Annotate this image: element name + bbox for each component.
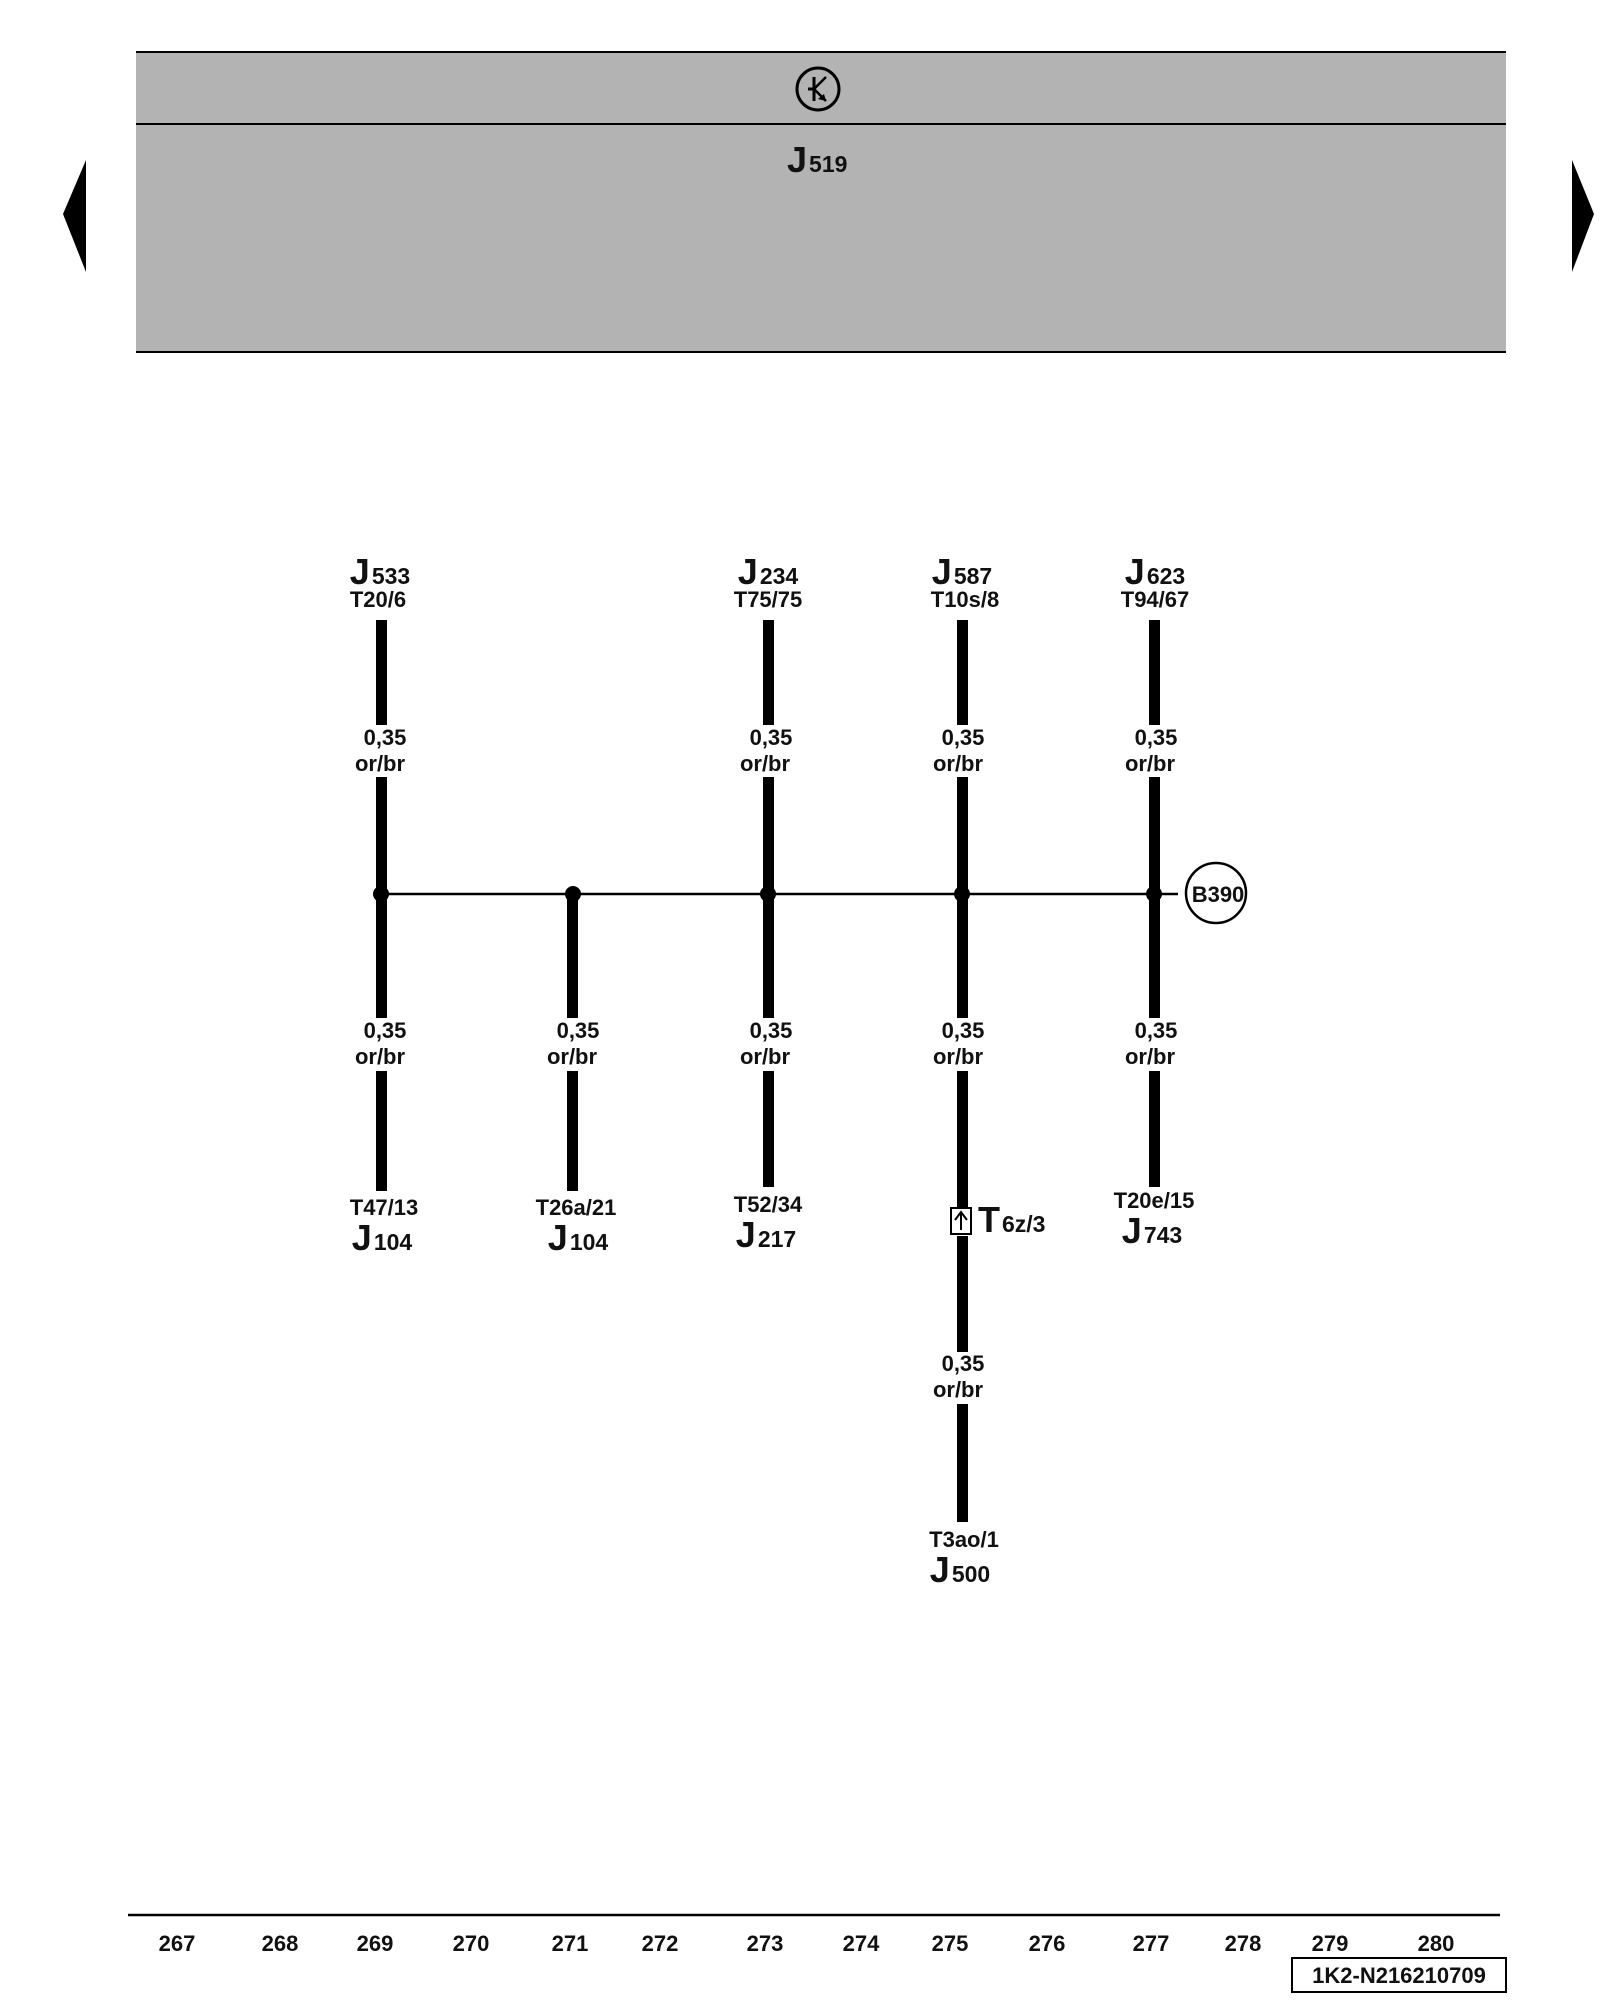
column-number: 272	[642, 1931, 679, 1956]
unit-label: J104	[352, 1217, 413, 1258]
header-box	[136, 51, 1506, 353]
column-number: 274	[843, 1931, 880, 1956]
wire-color-label: or/br	[740, 751, 791, 776]
column-number: 270	[453, 1931, 490, 1956]
column-number: 276	[1029, 1931, 1066, 1956]
pin-label: T94/67	[1121, 587, 1190, 612]
wire-size-label: 0,35	[557, 1018, 600, 1043]
end-connector-j500: T3ao/1 J500	[929, 1527, 999, 1590]
upper-wire-labels: 0,35 or/br 0,35 or/br 0,35 or/br 0,35 or…	[355, 725, 1177, 776]
bottom-connector-j104-a: T47/13 J104	[350, 1195, 419, 1258]
wire-size-label: 0,35	[364, 1018, 407, 1043]
bottom-connector-j743: T20e/15 J743	[1114, 1188, 1195, 1251]
next-page-arrow[interactable]	[1572, 160, 1594, 272]
bottom-connector-j217: T52/34 J217	[734, 1192, 803, 1255]
prev-page-arrow[interactable]	[63, 160, 86, 272]
wire-size-label: 0,35	[1135, 725, 1178, 750]
unit-label: J533	[350, 551, 410, 592]
unit-label: J587	[932, 551, 992, 592]
wire-color-label: or/br	[1125, 751, 1176, 776]
unit-label: J743	[1122, 1210, 1182, 1251]
wire-size-label: 0,35	[1135, 1018, 1178, 1043]
pin-label: T20e/15	[1114, 1188, 1195, 1213]
pin-label: T26a/21	[536, 1195, 617, 1220]
connector-up-arrow-icon	[954, 1210, 968, 1221]
column-number: 278	[1225, 1931, 1262, 1956]
column-number: 269	[357, 1931, 394, 1956]
unit-label: J623	[1125, 551, 1185, 592]
wire-color-label: or/br	[355, 751, 406, 776]
unit-label: J104	[548, 1217, 609, 1258]
top-connector-j587: J587 T10s/8	[931, 551, 1000, 612]
wire-size-label: 0,35	[750, 725, 793, 750]
footer-column-numbers: 267 268 269 270 271 272 273 274 275 276 …	[159, 1931, 1455, 1956]
ground-bus-icon	[795, 66, 841, 112]
pin-label: T20/6	[350, 587, 406, 612]
top-connector-j623: J623 T94/67	[1121, 551, 1190, 612]
wire-size-label: 0,35	[942, 1351, 985, 1376]
wire-color-label: or/br	[740, 1044, 791, 1069]
column-number: 275	[932, 1931, 969, 1956]
pin-label: T10s/8	[931, 587, 1000, 612]
header-unit-label: J519	[787, 139, 847, 180]
wire-color-label: or/br	[933, 751, 984, 776]
wire-color-label: or/br	[933, 1377, 984, 1402]
wire-size-label: 0,35	[750, 1018, 793, 1043]
wire-size-label: 0,35	[942, 1018, 985, 1043]
pin-label: T52/34	[734, 1192, 803, 1217]
bus-reference-circle: B390	[1184, 861, 1248, 925]
upper-wires	[376, 620, 1160, 894]
pin-label: T3ao/1	[929, 1527, 999, 1552]
bottom-connector-j104-b: T26a/21 J104	[536, 1195, 617, 1258]
top-connector-j533: J533 T20/6	[350, 551, 410, 612]
wire-color-label: or/br	[933, 1044, 984, 1069]
column-number: 280	[1418, 1931, 1455, 1956]
wire-color-label: or/br	[1125, 1044, 1176, 1069]
wire-size-label: 0,35	[364, 725, 407, 750]
wire-color-label: or/br	[355, 1044, 406, 1069]
inline-connector-label: T6z/3	[978, 1199, 1045, 1240]
top-connector-j234: J234 T75/75	[734, 551, 803, 612]
wire-color-label: or/br	[547, 1044, 598, 1069]
column-number: 273	[747, 1931, 784, 1956]
column-number: 268	[262, 1931, 299, 1956]
wire-size-label: 0,35	[942, 725, 985, 750]
lower-wire-labels: 0,35 or/br 0,35 or/br 0,35 or/br 0,35 or…	[355, 1018, 1177, 1402]
lower-wires	[376, 894, 1160, 1522]
column-number: 279	[1312, 1931, 1349, 1956]
column-number: 271	[552, 1931, 589, 1956]
document-code-box: 1K2-N216210709	[1291, 1957, 1507, 1993]
unit-label: J500	[930, 1549, 990, 1590]
column-number: 277	[1133, 1931, 1170, 1956]
inline-connector: T6z/3	[950, 1199, 1045, 1240]
pin-label: T75/75	[734, 587, 803, 612]
bus-reference-label: B390	[1192, 882, 1245, 907]
unit-label: J234	[738, 551, 799, 592]
pin-label: T47/13	[350, 1195, 419, 1220]
column-number: 267	[159, 1931, 196, 1956]
document-code: 1K2-N216210709	[1312, 1963, 1486, 1988]
unit-label: J217	[736, 1214, 796, 1255]
